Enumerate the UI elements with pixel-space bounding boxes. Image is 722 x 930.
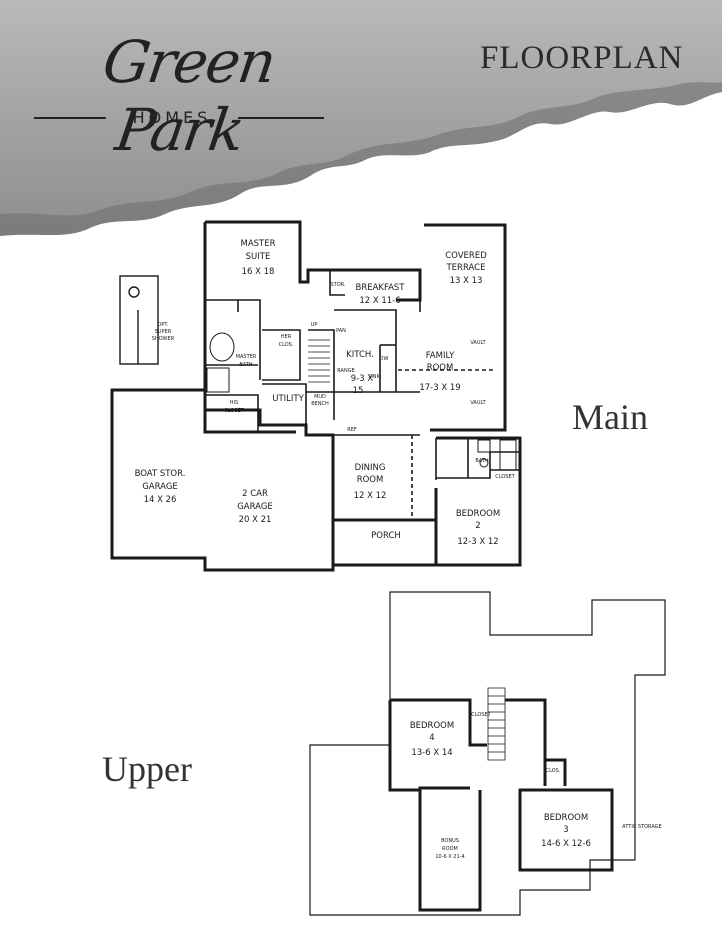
kitchen-label: KITCH.: [346, 350, 374, 360]
dw-label: DW: [380, 356, 389, 362]
car-garage-label-1: 2 CAR: [242, 489, 268, 499]
mud-bench-label-1: MUD: [314, 394, 326, 400]
master-bath-label-2: BATH: [239, 362, 253, 368]
bedroom4-label-1: BEDROOM: [410, 721, 454, 731]
family-room-label-2: ROOM: [427, 363, 454, 373]
stor-label: STOR.: [330, 282, 345, 288]
garage-doors: [120, 557, 320, 571]
opt-shower-label-2: SUPER: [155, 329, 172, 335]
upper-floor-walls: [388, 698, 614, 912]
master-suite-label-1: MASTER: [240, 239, 275, 249]
kitchen-dim-2: 15: [353, 386, 364, 396]
family-room-label-1: FAMILY: [426, 351, 455, 361]
his-closet-label-1: HIS: [230, 400, 238, 406]
boat-garage-dim: 14 X 26: [144, 495, 177, 505]
header-band: [0, 0, 722, 236]
bedroom2-dim: 12-3 X 12: [457, 537, 498, 547]
sink-label: SINK: [368, 374, 380, 380]
dining-dim: 12 X 12: [354, 491, 387, 501]
bonus-label-2: ROOM: [442, 846, 458, 852]
terrace-label-2: TERRACE: [445, 263, 485, 273]
up-label: UP: [311, 322, 318, 328]
kitchen-dim-1: 9-3 X: [351, 374, 374, 384]
car-garage-dim: 20 X 21: [239, 515, 272, 525]
upper-floor-outline: [309, 591, 666, 916]
master-suite-label-2: SUITE: [246, 252, 271, 262]
bedroom2-label-2: 2: [475, 521, 480, 531]
bedroom4-label-2: 4: [429, 733, 434, 743]
his-closet-label-2: CLOSET: [224, 408, 244, 414]
closet-label: CLOSET: [495, 474, 515, 480]
bath-label: BATH: [475, 458, 489, 464]
vault-label-2: VAULT: [470, 400, 486, 406]
bedroom3-label-1: BEDROOM: [544, 813, 588, 823]
main-floor-walls: [110, 220, 522, 572]
bedroom2-label-1: BEDROOM: [456, 509, 500, 519]
bedroom3-label-2: 3: [563, 825, 568, 835]
main-floor-interior-walls: [205, 270, 520, 520]
boat-garage-label-2: GARAGE: [142, 482, 178, 492]
range-label: RANGE: [337, 368, 354, 374]
vault-label-1: VAULT: [470, 340, 486, 346]
bonus-label-1: BONUS: [441, 838, 459, 844]
upper-room-labels: BEDROOM 4 13-6 X 14 BONUS ROOM 10-6 X 21…: [410, 712, 662, 860]
porch-label: PORCH: [371, 531, 401, 541]
breakfast-dim: 12 X 11-6: [359, 296, 400, 306]
logo-divider-right: [238, 117, 324, 119]
boat-garage-label-1: BOAT STOR.: [135, 469, 186, 479]
her-closet-label-1: HER: [281, 334, 292, 340]
opt-shower-label-1: OPT.: [157, 322, 168, 328]
mud-bench-label-2: BENCH: [311, 401, 329, 407]
brand-tagline: HOMES: [132, 108, 212, 127]
logo-divider-left: [34, 117, 106, 119]
main-room-labels: MASTER SUITE 16 X 18 BREAKFAST 12 X 11-6…: [135, 239, 516, 547]
her-closet-label-2: CLOS.: [279, 342, 294, 348]
master-bath-label-1: MASTER: [236, 354, 257, 360]
family-room-dim: 17-3 X 19: [419, 383, 460, 393]
upper-stairs: [487, 687, 506, 761]
terrace-label-1: COVERED: [445, 251, 487, 261]
level-label-upper: Upper: [102, 749, 192, 789]
dining-label-2: ROOM: [357, 475, 384, 485]
bedroom4-dim: 13-6 X 14: [411, 748, 452, 758]
master-suite-dim: 16 X 18: [242, 267, 275, 277]
dining-label-1: DINING: [355, 463, 386, 473]
pan-label: PAN: [336, 328, 346, 334]
opt-shower-outline: [119, 275, 159, 365]
opt-shower-label-3: SHOWER: [152, 336, 175, 342]
main-stairs: [308, 339, 330, 383]
car-garage-label-2: GARAGE: [237, 502, 273, 512]
bedroom3-dim: 14-6 X 12-6: [541, 839, 591, 849]
upper-clos-label: CLOS.: [546, 768, 561, 774]
attic-label: ATTIC STORAGE: [622, 824, 661, 830]
ref-label: REF: [347, 427, 357, 433]
page-title: FLOORPLAN: [480, 40, 684, 76]
bonus-dim: 10-6 X 21-4: [435, 854, 464, 860]
terrace-dim: 13 X 13: [450, 276, 483, 286]
level-label-main: Main: [572, 397, 648, 437]
utility-label: UTILITY: [272, 394, 304, 404]
upper-closet-label: CLOSET: [471, 712, 491, 718]
breakfast-label: BREAKFAST: [355, 283, 405, 293]
fixtures: [206, 332, 517, 471]
